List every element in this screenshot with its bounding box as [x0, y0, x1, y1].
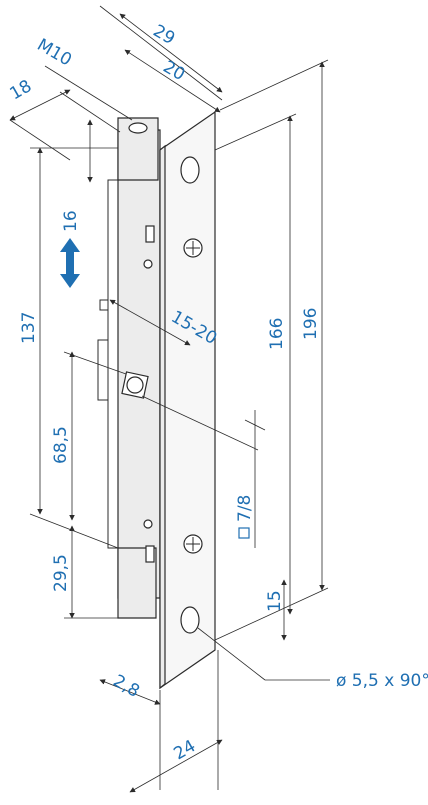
- label-29: 29: [150, 21, 179, 49]
- label-24: 24: [171, 736, 200, 764]
- face-plate: [160, 112, 215, 688]
- label-2-8: 2,8: [110, 671, 143, 702]
- side-hole-bottom: [144, 520, 152, 528]
- label-196: 196: [301, 308, 321, 340]
- square-hole-center: [127, 377, 143, 393]
- strike-plate-body: [98, 112, 215, 688]
- top-mounting-hole: [181, 157, 199, 183]
- label-18: 18: [7, 76, 36, 104]
- square-symbol-icon: [239, 528, 249, 538]
- screw-icon: [184, 239, 202, 257]
- label-m10: M10: [34, 35, 75, 70]
- face-plate-edge: [160, 146, 165, 688]
- label-20: 20: [160, 57, 189, 85]
- label-16: 16: [61, 210, 81, 232]
- screw-icon: [184, 535, 202, 553]
- label-15: 15: [265, 590, 285, 612]
- m10-thread-hole: [129, 123, 147, 133]
- housing-back: [118, 130, 160, 598]
- label-7-8: 7/8: [235, 495, 255, 522]
- double-arrow-icon: [60, 238, 80, 288]
- side-slot-bottom: [146, 546, 154, 562]
- side-hole-top: [144, 260, 152, 268]
- dimension-labels: 29 20 M10 18 16 137 15-20 166 196 68,5 7…: [7, 21, 428, 764]
- bottom-mounting-hole: [181, 607, 199, 633]
- side-slot-top: [146, 226, 154, 242]
- label-137: 137: [19, 312, 39, 344]
- label-hole: ø 5,5 x 90°: [336, 671, 428, 691]
- label-29-5: 29,5: [51, 554, 71, 592]
- label-166: 166: [267, 318, 287, 350]
- label-68-5: 68,5: [51, 426, 71, 464]
